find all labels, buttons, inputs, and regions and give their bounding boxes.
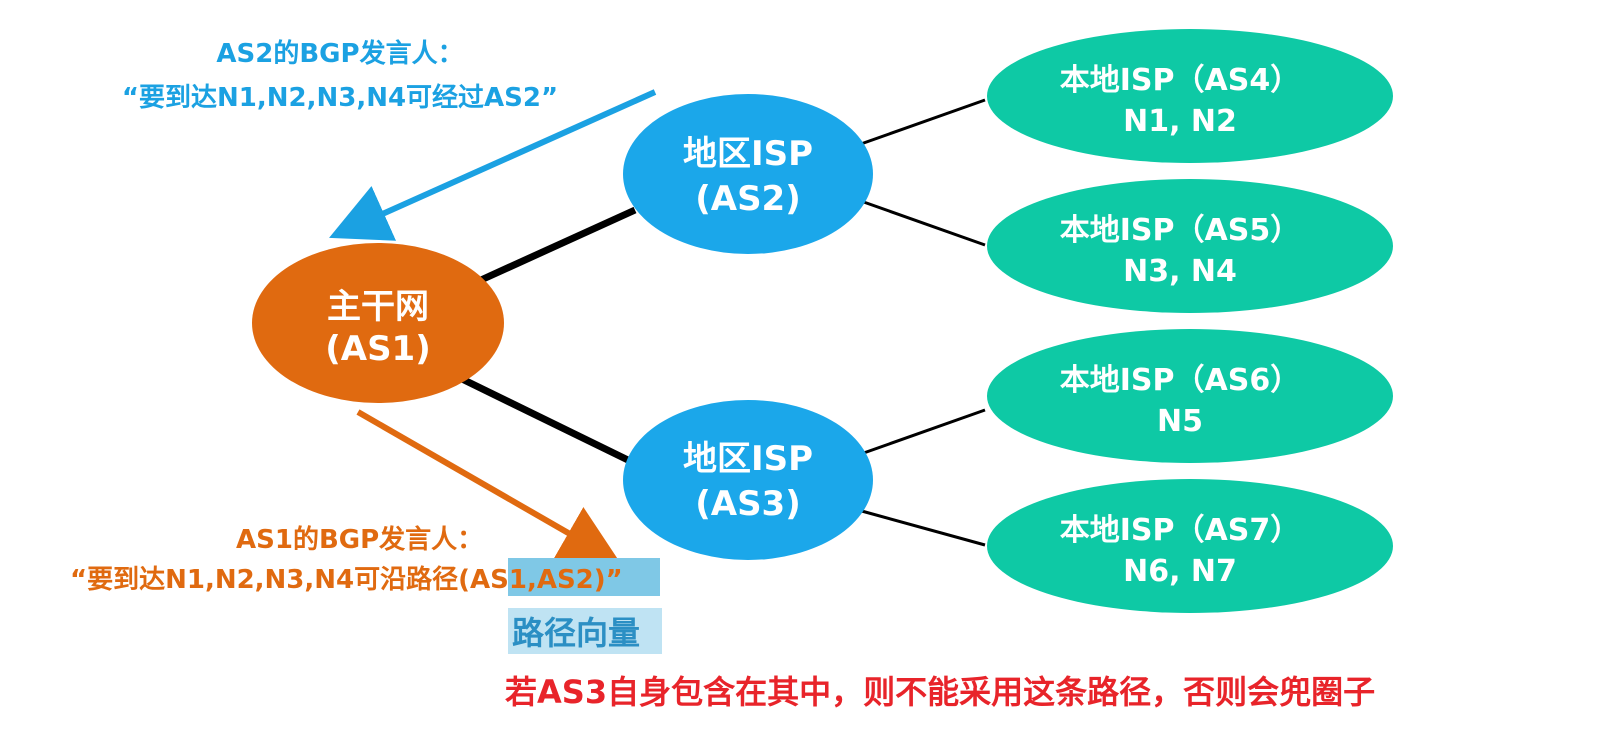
node-local-as4-line1: 本地ISP（AS4） (1060, 63, 1300, 98)
arrow-as2-to-as1 (329, 89, 657, 241)
as2-speaker-line2: “要到达N1,N2,N3,N4可经过AS2” (122, 82, 558, 113)
as1-speaker-line2: “要到达N1,N2,N3,N4可沿路径(AS1,AS2)” (70, 564, 623, 595)
as1-speaker-line2-prefix: “要到达N1,N2,N3,N4可沿路径 (70, 564, 458, 595)
as1-speaker-line1: AS1的BGP发言人： (236, 524, 483, 555)
link-as1-as3 (458, 374, 634, 466)
path-highlight (508, 558, 660, 596)
as1-speaker-line2-suffix: ” (606, 565, 623, 595)
node-local-as7-line1: 本地ISP（AS7） (1060, 513, 1300, 548)
link-as2-as4 (857, 98, 986, 147)
as1-speaker-message: AS1的BGP发言人： “要到达N1,N2,N3,N4可沿路径(AS1,AS2)… (70, 524, 660, 596)
node-local-as7-line2: N6, N7 (1123, 554, 1237, 589)
link-as2-as5 (857, 198, 986, 247)
as1-speaker-line2-path: (AS1,AS2) (458, 565, 606, 595)
node-local-as4-line2: N1, N2 (1123, 104, 1237, 139)
link-as3-as6 (857, 408, 986, 457)
node-regional-as2-line1: 地区ISP (683, 134, 813, 174)
path-vector-label-group: 路径向量 (508, 608, 662, 654)
node-local-as5-line1: 本地ISP（AS5） (1060, 213, 1300, 248)
path-vector-highlight (508, 608, 662, 654)
as2-speaker-line1: AS2的BGP发言人： (216, 38, 463, 69)
node-local-as5-line2: N3, N4 (1123, 254, 1237, 289)
node-backbone-line1: 主干网 (327, 287, 429, 327)
node-backbone-as1: 主干网 (AS1) (252, 243, 504, 403)
node-regional-as3: 地区ISP (AS3) (623, 400, 873, 560)
link-as1-as2 (468, 206, 637, 289)
loop-note: 若AS3自身包含在其中，则不能采用这条路径，否则会兜圈子 (505, 673, 1375, 711)
node-regional-as3-line2: (AS3) (695, 484, 801, 524)
node-regional-as2-line2: (AS2) (695, 179, 801, 219)
as2-speaker-message: AS2的BGP发言人： “要到达N1,N2,N3,N4可经过AS2” (122, 38, 558, 113)
node-local-as6: 本地ISP（AS6） N5 (987, 329, 1393, 463)
path-vector-label: 路径向量 (512, 614, 640, 652)
link-as3-as7 (857, 508, 986, 547)
node-local-as4: 本地ISP（AS4） N1, N2 (987, 29, 1393, 163)
node-regional-as2: 地区ISP (AS2) (623, 94, 873, 254)
node-local-as5: 本地ISP（AS5） N3, N4 (987, 179, 1393, 313)
node-local-as6-line2: N5 (1157, 404, 1203, 439)
node-backbone-line2: (AS1) (325, 329, 431, 369)
arrow-as1-to-as3 (356, 409, 621, 563)
node-local-as6-line1: 本地ISP（AS6） (1060, 363, 1300, 398)
node-local-as7: 本地ISP（AS7） N6, N7 (987, 479, 1393, 613)
node-regional-as3-line1: 地区ISP (683, 439, 813, 479)
